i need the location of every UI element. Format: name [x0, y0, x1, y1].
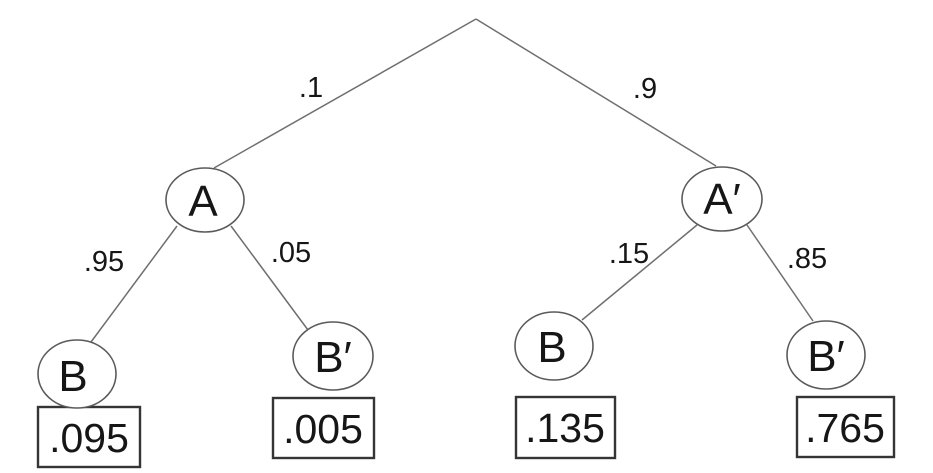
branch-label-a-bprime: .05	[271, 237, 311, 269]
node-bprime-right-label: B′	[807, 332, 845, 381]
branch-label-root-aprime: .9	[633, 73, 657, 105]
branch-line-root-a	[213, 18, 477, 169]
outcome-value-abprime: .005	[283, 406, 363, 452]
node-bprime-right-circle	[786, 320, 866, 390]
outcome-value-aprimebprime: .765	[805, 405, 885, 451]
branch-line-a-bprime	[230, 225, 309, 331]
outcome-value-ab: .095	[49, 415, 129, 461]
branch-label-aprime-bprime: .85	[787, 243, 827, 275]
outcome-value-aprimeb: .135	[525, 405, 605, 451]
node-a-circle	[165, 167, 245, 233]
branch-label-a-b: .95	[84, 246, 124, 278]
branch-line-aprime-b	[581, 224, 698, 321]
outcome-box-ab	[36, 405, 142, 469]
branch-label-root-a: .1	[299, 72, 323, 104]
node-bprime-left-circle	[292, 321, 374, 391]
node-aprime-circle	[681, 166, 763, 232]
node-a-label: A	[188, 177, 218, 226]
outcome-box-aprimeb	[514, 395, 617, 460]
node-b-left-label: B	[58, 352, 87, 401]
node-b-left-circle	[37, 339, 117, 409]
branch-line-a-b	[90, 225, 178, 343]
branch-label-aprime-b: .15	[609, 238, 649, 270]
node-bprime-left-label: B′	[314, 333, 352, 382]
branch-line-aprime-bprime	[746, 224, 814, 322]
outcome-box-abprime	[271, 396, 376, 460]
branch-line-root-aprime	[475, 18, 717, 167]
node-b-right-circle	[514, 311, 594, 381]
outcome-box-aprimebprime	[795, 395, 896, 459]
node-b-right-label: B	[537, 323, 566, 372]
node-aprime-label: A′	[703, 175, 741, 224]
